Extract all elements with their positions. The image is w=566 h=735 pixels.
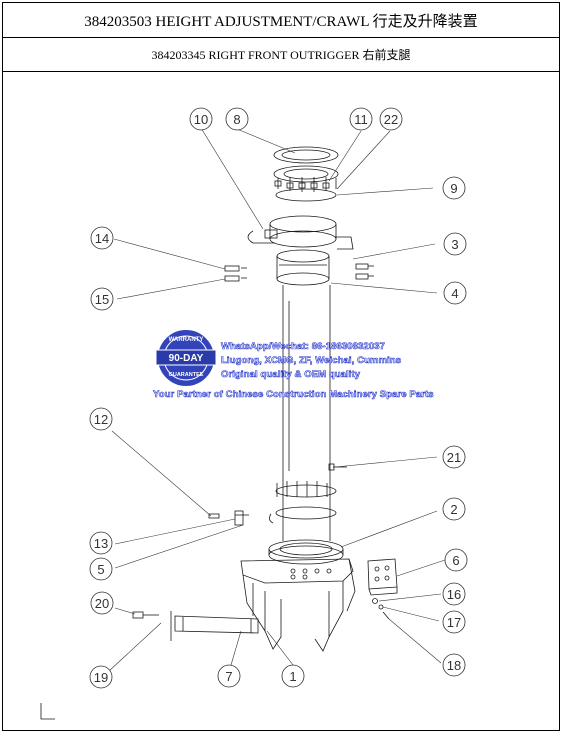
svg-text:19: 19 — [94, 670, 108, 685]
part-side-plate — [367, 558, 398, 620]
svg-text:6: 6 — [452, 553, 459, 568]
part-top-plate — [273, 146, 339, 183]
svg-text:4: 4 — [451, 286, 458, 301]
svg-text:21: 21 — [447, 450, 461, 465]
drawing-sheet: 384203503 HEIGHT ADJUSTMENT/CRAWL 行走及升降装… — [2, 2, 560, 731]
svg-text:15: 15 — [95, 292, 109, 307]
svg-text:5: 5 — [97, 562, 104, 577]
svg-text:16: 16 — [447, 587, 461, 602]
svg-text:17: 17 — [447, 615, 461, 630]
svg-text:90-DAY: 90-DAY — [169, 353, 204, 364]
part-outrigger-frame — [240, 558, 356, 652]
svg-text:2: 2 — [450, 502, 457, 517]
svg-text:18: 18 — [447, 658, 461, 673]
part-bolts-right — [355, 263, 374, 280]
svg-text:11: 11 — [354, 112, 368, 127]
corner-mark — [40, 703, 55, 720]
callout-6: 6 — [444, 548, 468, 572]
callout-15: 15 — [90, 287, 114, 311]
callout-11: 11 — [349, 107, 373, 131]
callout-16: 16 — [442, 582, 466, 606]
svg-text:12: 12 — [94, 412, 108, 427]
svg-text:13: 13 — [94, 536, 108, 551]
part-top-bolts — [274, 177, 337, 202]
page-subtitle: 384203345 RIGHT FRONT OUTRIGGER 右前支腿 — [3, 37, 559, 72]
part-pins-left — [224, 265, 247, 282]
svg-text:10: 10 — [194, 112, 208, 127]
part-upper-housing — [247, 215, 354, 286]
svg-text:9: 9 — [450, 181, 457, 196]
part-lower-bolts — [275, 463, 347, 520]
svg-text:1: 1 — [289, 669, 296, 684]
warranty-seal-icon: WARRANTY 90-DAY GUARANTEE — [155, 328, 217, 388]
callout-12: 12 — [89, 407, 113, 431]
callout-2: 2 — [442, 497, 466, 521]
watermark-brands: Liugong, XCMG, ZF, Weichai, Cummins — [221, 355, 402, 367]
watermark-quality: Original quality & OEM quality — [221, 369, 361, 381]
svg-text:7: 7 — [225, 669, 232, 684]
callout-17: 17 — [442, 610, 466, 634]
callout-10: 10 — [189, 107, 213, 131]
callout-18: 18 — [442, 653, 466, 677]
callout-20: 20 — [90, 591, 114, 615]
svg-text:8: 8 — [233, 112, 240, 127]
callout-4: 4 — [443, 281, 467, 305]
part-small-pin-12 — [208, 510, 249, 526]
part-bottom-flange — [268, 539, 344, 565]
callout-3: 3 — [443, 232, 467, 256]
callout-13: 13 — [89, 531, 113, 555]
exploded-parts-diagram: 10 8 11 22 9 14 3 15 4 21 12 2 13 5 6 20… — [3, 71, 559, 730]
watermark-contact: WhatsApp/Wechat: 86-18630832037 — [221, 341, 385, 353]
callout-5: 5 — [89, 557, 113, 581]
svg-text:GUARANTEE: GUARANTEE — [169, 372, 204, 378]
callout-8: 8 — [225, 107, 249, 131]
part-circlip — [269, 513, 274, 524]
page-title: 384203503 HEIGHT ADJUSTMENT/CRAWL 行走及升降装… — [3, 3, 559, 38]
callout-7: 7 — [217, 664, 241, 688]
svg-text:22: 22 — [384, 112, 398, 127]
svg-text:3: 3 — [451, 237, 458, 252]
svg-text:20: 20 — [95, 596, 109, 611]
callout-1: 1 — [281, 664, 305, 688]
diagram-svg: 10 8 11 22 9 14 3 15 4 21 12 2 13 5 6 20… — [40, 107, 468, 720]
svg-text:14: 14 — [95, 231, 109, 246]
part-small-bolt-20 — [132, 611, 159, 619]
watermark-slogan: Your Partner of Chinese Construction Mac… — [153, 389, 434, 401]
callout-22: 22 — [379, 107, 403, 131]
leader-lines — [108, 127, 446, 672]
part-main-tube — [282, 285, 331, 541]
callout-19: 19 — [89, 665, 113, 689]
callout-21: 21 — [442, 445, 466, 469]
part-pin-shaft — [170, 611, 259, 641]
callout-14: 14 — [90, 226, 114, 250]
svg-text:WARRANTY: WARRANTY — [169, 337, 204, 343]
callout-balloons: 10 8 11 22 9 14 3 15 4 21 12 2 13 5 6 20… — [89, 107, 468, 689]
callout-9: 9 — [442, 176, 466, 200]
